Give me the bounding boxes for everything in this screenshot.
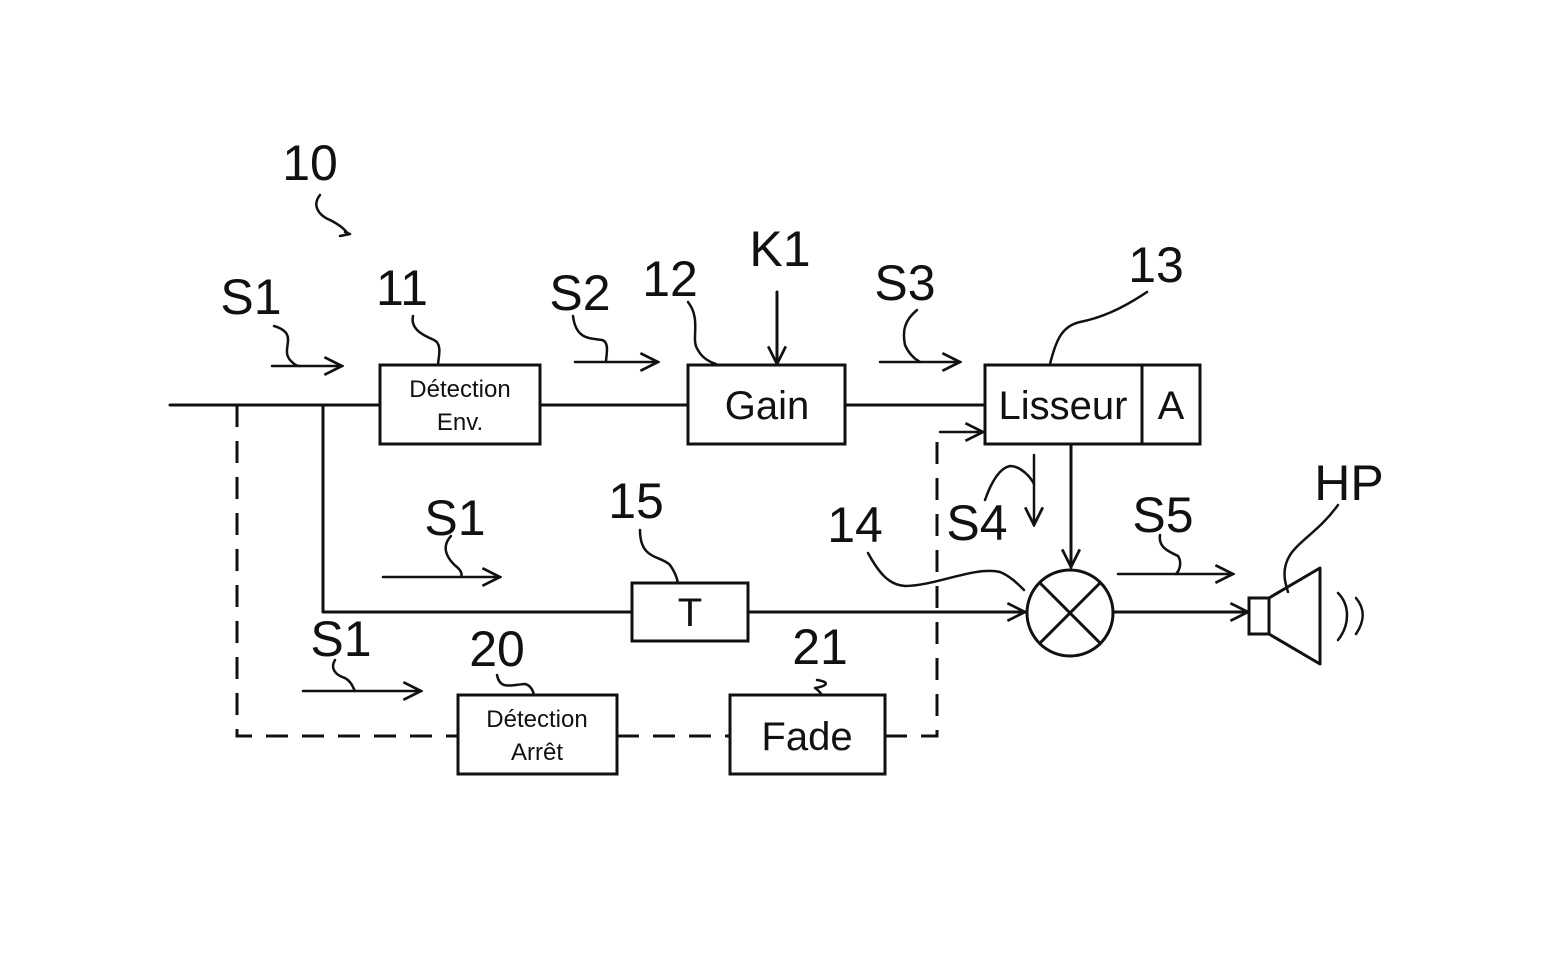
leader-13 [1048,290,1149,366]
leader-s1 [272,324,302,368]
sound-wave-outer [1354,596,1364,636]
leader-s1-stop [331,658,357,693]
fade-block: Fade [728,693,887,776]
smoother-sub-label: A [1158,384,1185,428]
signal-s2: S2 [549,265,610,321]
branch-to-delay-line [321,403,634,614]
leader-20 [495,673,536,697]
signal-s3: S3 [874,255,935,311]
stop-detector-line2: Arrêt [511,739,563,766]
envelope-detector-block: Détection Env. [378,363,542,446]
branch-to-stop-detector-dashed [235,405,458,738]
leader-10 [315,193,350,236]
leader-21 [813,678,827,697]
leader-lines [272,193,1340,697]
stop-detector-block: Détection Arrêt [456,693,619,776]
leader-10-arrowhead [338,230,352,238]
leader-12 [686,300,718,366]
stop-detector-line1: Détection [486,706,587,733]
ref-14: 14 [827,497,883,553]
smoother-block: Lisseur A [983,363,1202,446]
delay-block: T [630,581,750,643]
signal-s1-delay-branch: S1 [424,490,485,546]
delay-label: T [678,591,702,635]
delay-branch-path [321,403,1025,614]
leader-hp [1283,503,1340,594]
stop-branch-path [235,405,983,738]
multiplier-symbol [1025,568,1115,658]
signal-s1-stop-branch: S1 [310,611,371,667]
leader-14 [866,551,1026,592]
leader-s4 [983,464,1036,502]
ref-hp: HP [1314,455,1383,511]
gain-label: Gain [725,384,810,428]
speaker-icon [1247,566,1364,666]
leader-s2 [571,314,609,364]
leader-11 [411,314,441,366]
ref-12: 12 [642,251,698,307]
leader-s1-delay [444,534,463,579]
ref-15: 15 [608,473,664,529]
leader-s3 [902,308,922,364]
sound-wave-inner [1336,591,1349,642]
ref-11: 11 [376,260,428,316]
envelope-detector-line1: Détection [409,376,510,403]
gain-block: Gain [686,363,847,446]
signal-s1-input: S1 [220,269,281,325]
leader-15 [638,528,680,585]
signal-k1: K1 [749,221,810,277]
fade-label: Fade [761,715,852,759]
fade-to-smoother-dashed [885,432,939,738]
smoother-label: Lisseur [999,384,1128,428]
leader-s5 [1158,533,1182,576]
signal-s5: S5 [1132,487,1193,543]
envelope-detector-line2: Env. [437,409,483,436]
ref-21: 21 [792,619,848,675]
signal-s4: S4 [946,495,1007,551]
ref-10: 10 [282,135,338,191]
ref-13: 13 [1128,237,1184,293]
ref-20: 20 [469,621,525,677]
